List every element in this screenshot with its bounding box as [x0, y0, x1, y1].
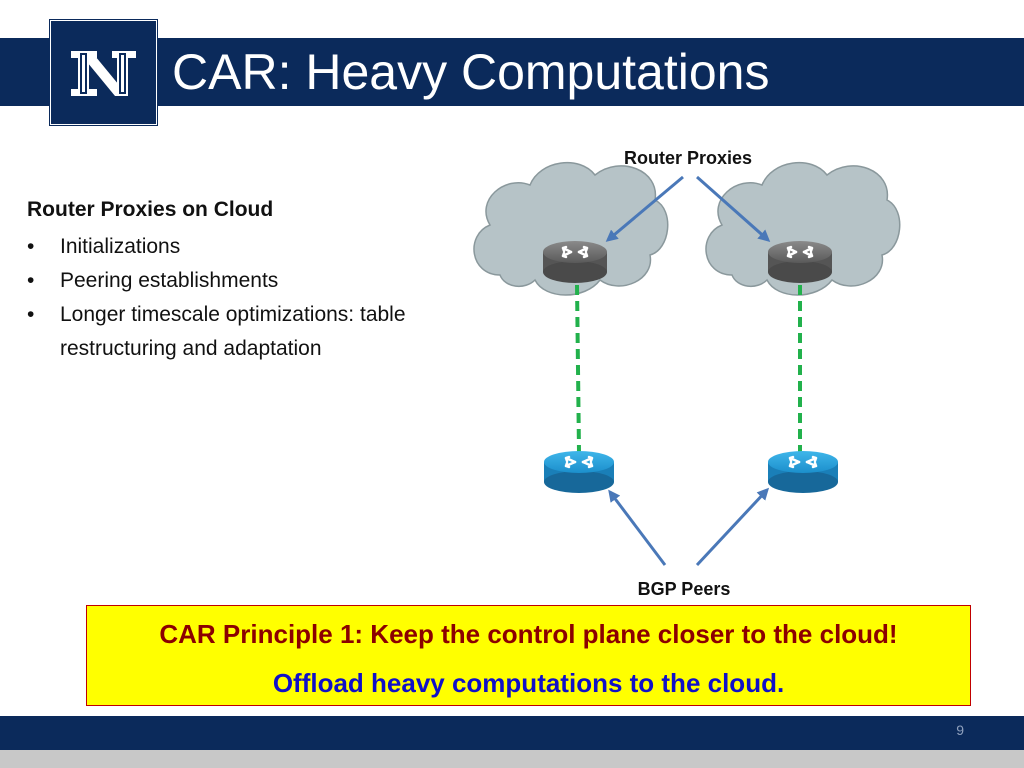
university-logo — [50, 20, 157, 125]
bullet-text: Initializations — [60, 235, 181, 258]
arrow — [605, 175, 684, 242]
arrow — [695, 487, 770, 567]
bgp-peers-label: BGP Peers — [638, 579, 731, 599]
network-diagram: Router Proxies BGP Peers — [473, 148, 901, 599]
bullet-item: • Initializations — [27, 230, 467, 264]
router-proxies-label: Router Proxies — [624, 148, 752, 168]
bullet-item: • Longer timescale optimizations: table r… — [27, 298, 467, 366]
arrow — [608, 489, 667, 566]
bullet-text: Peering establishments — [60, 269, 279, 292]
blue-router-icon — [544, 451, 614, 493]
slide-title: CAR: Heavy Computations — [172, 44, 770, 100]
bullet-item: • Peering establishments — [27, 264, 467, 298]
footer-bar — [0, 716, 1024, 750]
principle-callout: CAR Principle 1: Keep the control plane … — [86, 605, 971, 706]
bullet-glyph: • — [27, 235, 35, 258]
principle-subtext: Offload heavy computations to the cloud. — [272, 668, 785, 698]
gray-router-icon — [768, 241, 832, 283]
bullet-list: • Initializations • Peering establishments… — [27, 230, 467, 366]
page-number: 9 — [956, 722, 964, 738]
link-line — [575, 284, 581, 453]
bullet-glyph: • — [27, 303, 35, 326]
cloud-icon — [705, 161, 901, 296]
gray-router-icon — [543, 241, 607, 283]
bullet-text: Longer timescale optimizations: table re… — [60, 303, 406, 360]
arrow — [696, 175, 771, 242]
principle-statement: CAR Principle 1: Keep the control plane … — [159, 619, 898, 649]
title-bar — [0, 38, 1024, 106]
bullet-glyph: • — [27, 269, 35, 292]
blue-router-icon — [768, 451, 838, 493]
footer-strip — [0, 750, 1024, 768]
university-n-logo-icon — [71, 51, 136, 96]
content-heading: Router Proxies on Cloud — [27, 198, 274, 221]
cloud-icon — [473, 161, 669, 296]
